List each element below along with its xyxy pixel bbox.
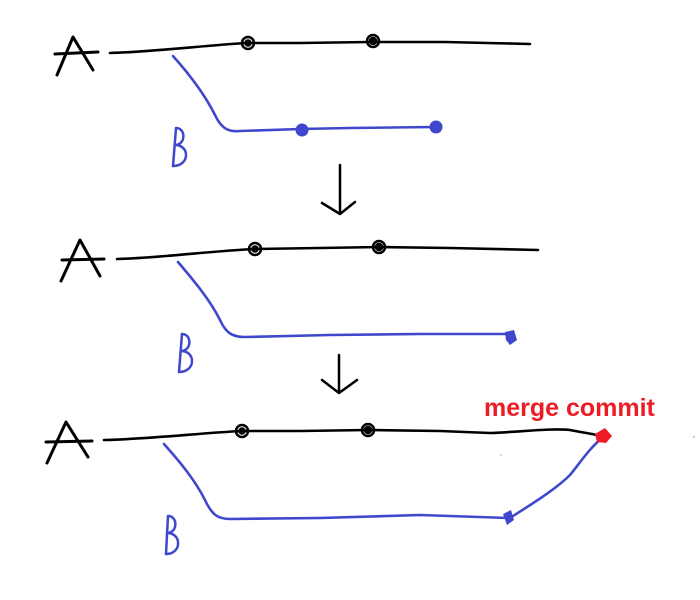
branch-a-line <box>108 40 532 55</box>
merge-commit-node <box>595 428 612 443</box>
branch-b-commit <box>295 123 309 137</box>
branch-a-label: A <box>74 60 75 63</box>
branch-a-commit <box>234 423 250 439</box>
branch-b-commit <box>503 510 514 525</box>
branch-b-label-glyph <box>164 514 180 556</box>
branch-b-merge-line <box>508 436 604 520</box>
branch-b-line <box>171 54 437 133</box>
branch-a-label-glyph <box>53 35 100 77</box>
stray-mark <box>692 435 696 439</box>
stage-after-squash: A B <box>59 238 540 374</box>
merge-commit-label: merge commit <box>484 394 656 422</box>
branch-a-commit <box>240 35 256 51</box>
branch-b-label-glyph <box>177 332 194 374</box>
branch-a-commit <box>365 33 381 49</box>
stray-mark <box>500 454 502 456</box>
branch-b-line <box>176 260 514 339</box>
branch-b-label-glyph <box>171 126 188 168</box>
branch-a-label-glyph <box>59 238 106 283</box>
branch-a-label: A <box>80 264 81 267</box>
stage-before-rebase: A B <box>53 33 532 168</box>
branch-a-commit <box>371 239 387 255</box>
branch-b-label: B <box>186 355 187 357</box>
branch-b-label: B <box>180 149 181 151</box>
transition-arrow-down <box>320 353 359 395</box>
branch-a-label: A <box>66 446 67 449</box>
branch-a-commit <box>360 422 376 438</box>
branch-a-line <box>102 428 602 442</box>
branch-b-label: B <box>172 537 173 539</box>
branch-b-commit <box>505 330 517 345</box>
branch-b-commit <box>429 120 443 134</box>
branch-b-line <box>162 442 510 521</box>
branch-a-line <box>115 245 540 261</box>
transition-arrow-down <box>320 163 357 216</box>
branch-a-label-glyph <box>44 420 94 465</box>
branch-a-commit <box>247 241 263 257</box>
stage-after-merge: A merge commit B <box>44 394 696 556</box>
